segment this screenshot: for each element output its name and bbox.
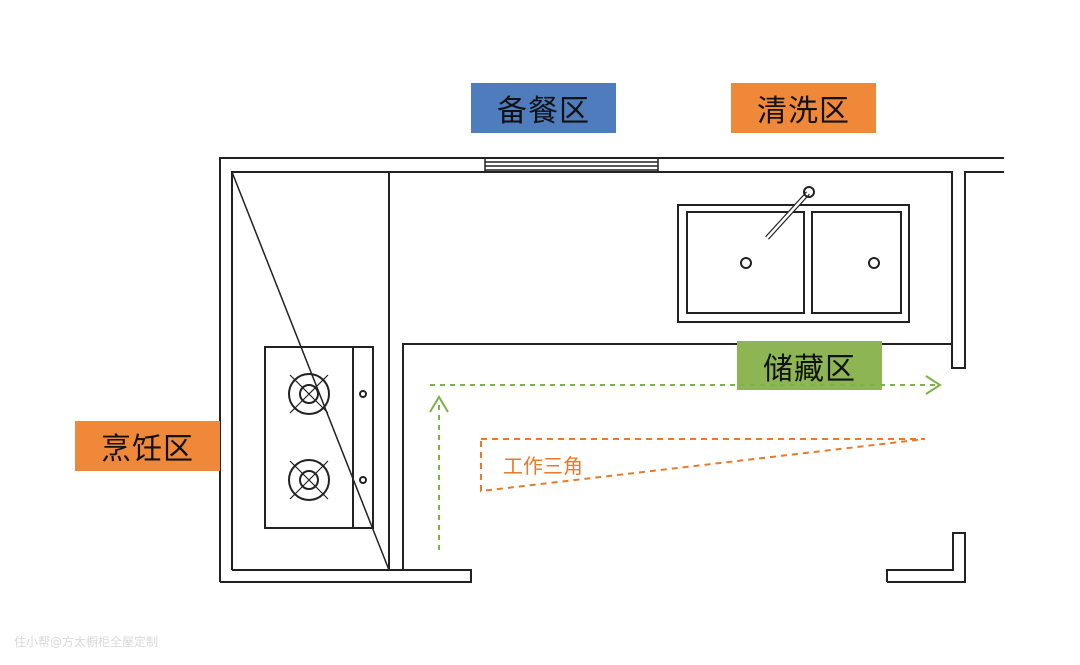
stove [264, 346, 374, 529]
bottom-wall-right [886, 532, 966, 583]
flow-arrowhead-right [925, 375, 942, 395]
cabinet-diagonal [231, 171, 390, 571]
bottom-wall-left [220, 569, 472, 583]
inner-wall-top [231, 171, 1004, 570]
prep-zone-label: 备餐区 [497, 94, 590, 129]
burner-1 [288, 373, 330, 415]
cook-zone-bg [75, 421, 220, 471]
flow-arrowhead-up [429, 395, 449, 413]
outer-wall [219, 157, 1004, 582]
watermark: 住小帮@方太橱柜全屋定制 [14, 635, 159, 649]
storage-zone-bg [737, 341, 882, 390]
cook-zone-label: 烹饪区 [101, 432, 194, 467]
burner-2 [288, 459, 330, 501]
work-triangle [480, 438, 926, 493]
storage-zone-label: 储藏区 [763, 351, 856, 387]
work-triangle-label: 工作三角 [503, 454, 583, 478]
prep-zone-bg [471, 83, 616, 133]
wash-zone-label: 清洗区 [757, 94, 850, 129]
sink [677, 186, 910, 323]
window [484, 157, 659, 172]
wash-zone-bg [731, 83, 876, 133]
